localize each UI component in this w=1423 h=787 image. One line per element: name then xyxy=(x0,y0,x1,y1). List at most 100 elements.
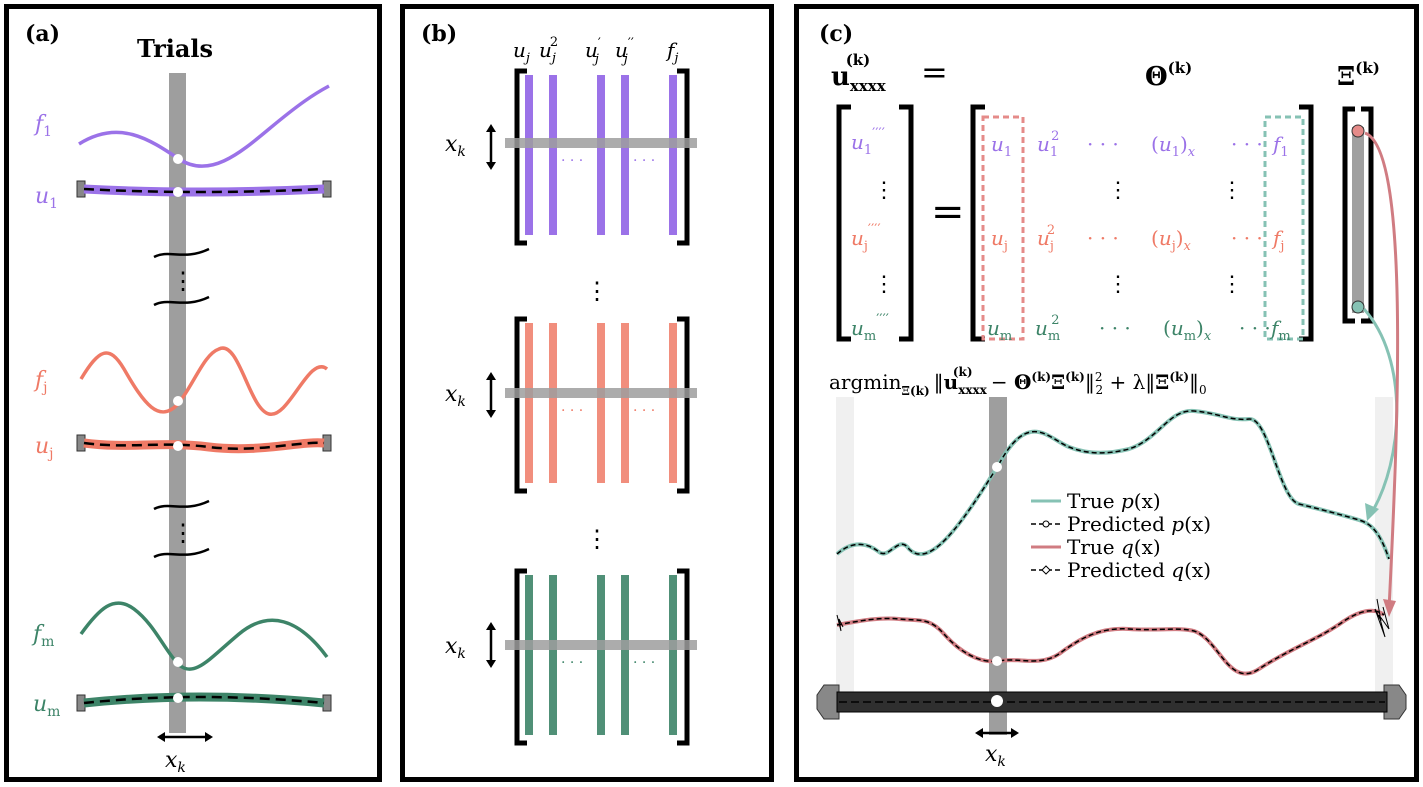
predicted-q-curve xyxy=(836,609,1385,675)
break-mark xyxy=(153,247,210,259)
lhs-entry-1: u1′′′′ xyxy=(851,126,885,158)
left-bracket xyxy=(514,568,527,746)
cell-dots: · · · xyxy=(1239,316,1271,340)
panel-a: (a) Trials f1 u1 ⋮ fj uj ⋮ xyxy=(4,4,382,782)
legend-marker xyxy=(1041,565,1051,575)
label-u1: u1 xyxy=(35,184,58,212)
ellipsis-2: ⋮ xyxy=(585,525,609,553)
cell-u1: u1 xyxy=(991,132,1012,160)
arrow-head xyxy=(975,728,983,738)
left-clamp xyxy=(76,180,86,198)
arrow-head xyxy=(1365,503,1379,521)
label-uj: uj xyxy=(35,434,54,462)
header-fj: fj xyxy=(665,38,678,66)
lhs-ellipsis: ⋮ xyxy=(873,272,895,297)
cell-dots: · · · xyxy=(1087,226,1119,250)
arrow-head xyxy=(1383,599,1396,617)
left-boundary-band xyxy=(836,397,854,692)
theta-row-1: u1 u12 · · · (u1)x · · · f1 xyxy=(991,129,1289,160)
arrow-head xyxy=(1011,728,1019,738)
legend-true-q: True q(x) xyxy=(1067,535,1161,559)
row-slice xyxy=(505,640,697,650)
label-xk: xk xyxy=(985,742,1006,770)
column-bar xyxy=(597,75,605,235)
left-bracket xyxy=(514,68,527,246)
legend: True p(x) Predicted p(x) True q(x) Predi… xyxy=(1031,489,1211,582)
column-bar xyxy=(597,323,605,483)
column-bar xyxy=(669,575,677,735)
column-bar xyxy=(621,323,629,483)
break-mark xyxy=(153,547,210,559)
column-bar xyxy=(621,75,629,235)
col-ellipsis: ⋮ xyxy=(1221,178,1243,203)
legend-predicted-q: Predicted q(x) xyxy=(1067,558,1211,582)
matrix-block-1: · · · · · · xyxy=(505,68,697,246)
forcing-curve-fj xyxy=(79,346,329,416)
cell-uj: uj xyxy=(991,226,1008,254)
cell-uj-sq: uj2 xyxy=(1037,223,1055,254)
matrix-block-m: · · · · · · xyxy=(505,568,697,746)
arrow-head xyxy=(486,622,496,630)
lhs-left-bracket xyxy=(836,104,851,342)
label-um: um xyxy=(33,692,60,720)
u-column-highlight xyxy=(981,115,1025,341)
xi-to-q-arrow xyxy=(1364,131,1400,610)
row-slice xyxy=(505,138,697,148)
beam xyxy=(836,691,1388,713)
label-xk: xk xyxy=(165,748,186,776)
left-bracket xyxy=(514,316,527,494)
column-bar xyxy=(621,575,629,735)
arrow-head xyxy=(157,732,165,742)
panel-a-diagram: (a) Trials f1 u1 ⋮ fj uj ⋮ xyxy=(25,21,332,776)
panel-c: (c) uxxxx(k) = Θ(k) Ξ(k) u1′′′′ ⋮ uj′′′′… xyxy=(794,4,1419,782)
arrow-head xyxy=(486,124,496,132)
right-clamp xyxy=(322,694,332,712)
beam-um-dashed xyxy=(83,695,325,705)
ellipsis-2: ⋮ xyxy=(171,519,195,547)
label-f1: f1 xyxy=(33,112,52,140)
cell-um-sq: um2 xyxy=(1035,313,1060,344)
right-clamp xyxy=(322,434,332,452)
row-slice xyxy=(505,388,697,398)
label-xk: xk xyxy=(445,634,466,662)
theta-left-bracket xyxy=(970,104,985,342)
predicted-p-curve xyxy=(836,410,1390,560)
panel-c-diagram: (c) uxxxx(k) = Θ(k) Ξ(k) u1′′′′ ⋮ uj′′′′… xyxy=(816,21,1407,770)
col-ellipsis: ⋮ xyxy=(1107,178,1129,203)
left-clamp xyxy=(76,434,86,452)
label-fj: fj xyxy=(33,368,48,396)
label-xk: xk xyxy=(445,132,466,160)
noise-mark xyxy=(1374,598,1390,638)
right-clamp xyxy=(1383,684,1407,720)
column-dots: · · · xyxy=(633,403,655,419)
column-bar xyxy=(525,575,533,735)
right-clamp xyxy=(322,180,332,198)
beam-u1-dashed xyxy=(83,187,325,194)
xi-coefficients-bar xyxy=(1352,127,1364,313)
sample-point xyxy=(992,462,1002,472)
xi-right-bracket xyxy=(1361,106,1374,324)
sample-point xyxy=(173,396,183,406)
matrix-block-j: · · · · · · xyxy=(505,316,697,494)
column-bar xyxy=(597,575,605,735)
xi-symbol: Ξ(k) xyxy=(1337,59,1380,92)
cell-dots: · · · xyxy=(1231,132,1263,156)
break-mark xyxy=(153,499,210,511)
noise-mark xyxy=(836,614,844,632)
beam-uj-dashed xyxy=(83,441,325,450)
equals-main: = xyxy=(931,189,965,235)
arrow-head xyxy=(486,660,496,668)
right-bracket xyxy=(677,568,690,746)
panel-a-title: Trials xyxy=(137,34,213,63)
lhs-symbol: uxxxx(k) xyxy=(831,51,887,95)
lhs-entry-j: uj′′′′ xyxy=(851,222,881,254)
label-fm: fm xyxy=(31,622,54,650)
xi-entry-top xyxy=(1351,124,1365,138)
arrow-head xyxy=(486,410,496,418)
panel-c-tag: (c) xyxy=(819,21,853,47)
cell-u1-sq: u12 xyxy=(1037,129,1059,160)
column-bar xyxy=(549,323,557,483)
lhs-ellipsis: ⋮ xyxy=(873,178,895,203)
column-dots: · · · xyxy=(561,655,583,671)
theta-row-j: uj uj2 · · · (uj)x · · · fj xyxy=(991,223,1284,254)
